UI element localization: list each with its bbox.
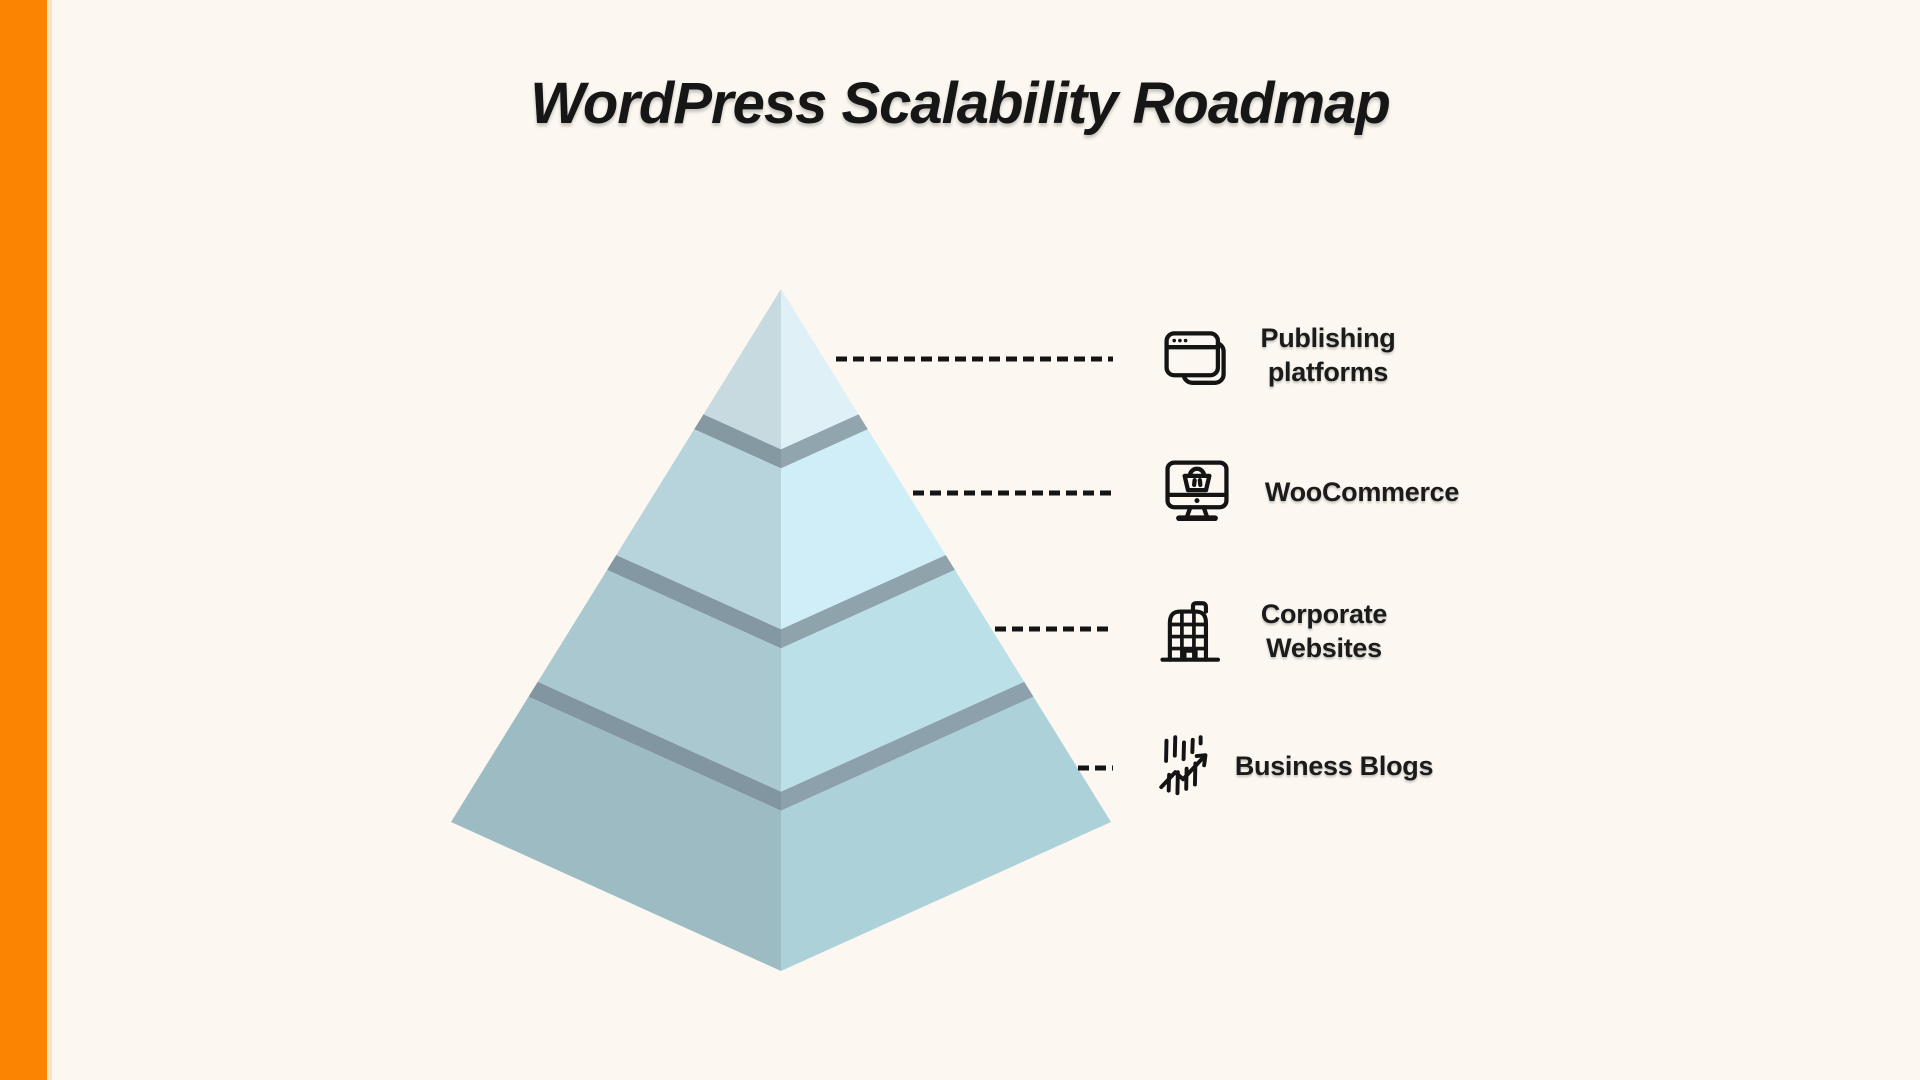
building-icon	[1160, 601, 1221, 662]
pyramid-tier-woocommerce-right-face	[781, 429, 946, 630]
pyramid-tier-business-blogs-right-face	[781, 696, 1111, 971]
callout-label-woocommerce: WooCommerce	[1202, 456, 1522, 528]
callout-label-business-blogs: Business Blogs	[1174, 730, 1494, 802]
callout-label-corporate-websites: Corporate Websites	[1164, 595, 1484, 667]
callout-line: Publishing	[1260, 323, 1396, 353]
pyramid-tier-corporate-websites-right-face	[781, 569, 1025, 792]
pyramid-band-1-left	[694, 414, 781, 469]
callout-line: Websites	[1266, 633, 1382, 663]
callout-line: platforms	[1267, 357, 1389, 387]
accent-bar	[0, 0, 52, 1080]
pyramid-band-3-left	[528, 681, 781, 811]
pyramid-band-1-right	[781, 414, 868, 469]
pyramid-band-3-right	[781, 681, 1034, 811]
pyramid-tier-corporate-websites-left-face	[537, 569, 781, 792]
browser-windows-icon	[1164, 331, 1226, 385]
growth-chart-icon	[1159, 735, 1208, 796]
pyramid-band-2-left	[607, 555, 781, 649]
callout-line: Business Blogs	[1234, 751, 1434, 781]
callout-label-publishing-platforms: Publishing platforms	[1168, 319, 1488, 391]
pyramid-tier-publishing-platforms-left-face	[703, 289, 781, 450]
pyramid-tier-woocommerce-left-face	[616, 429, 781, 630]
page-title: WordPress Scalability Roadmap	[530, 71, 1391, 136]
monitor-cart-icon	[1165, 460, 1229, 522]
callout-line: WooCommerce	[1264, 477, 1460, 507]
pyramid-tier-publishing-platforms-right-face	[781, 289, 859, 450]
pyramid-band-2-right	[781, 555, 955, 649]
callout-line: Corporate	[1260, 599, 1388, 629]
pyramid-tier-business-blogs-left-face	[451, 696, 781, 971]
